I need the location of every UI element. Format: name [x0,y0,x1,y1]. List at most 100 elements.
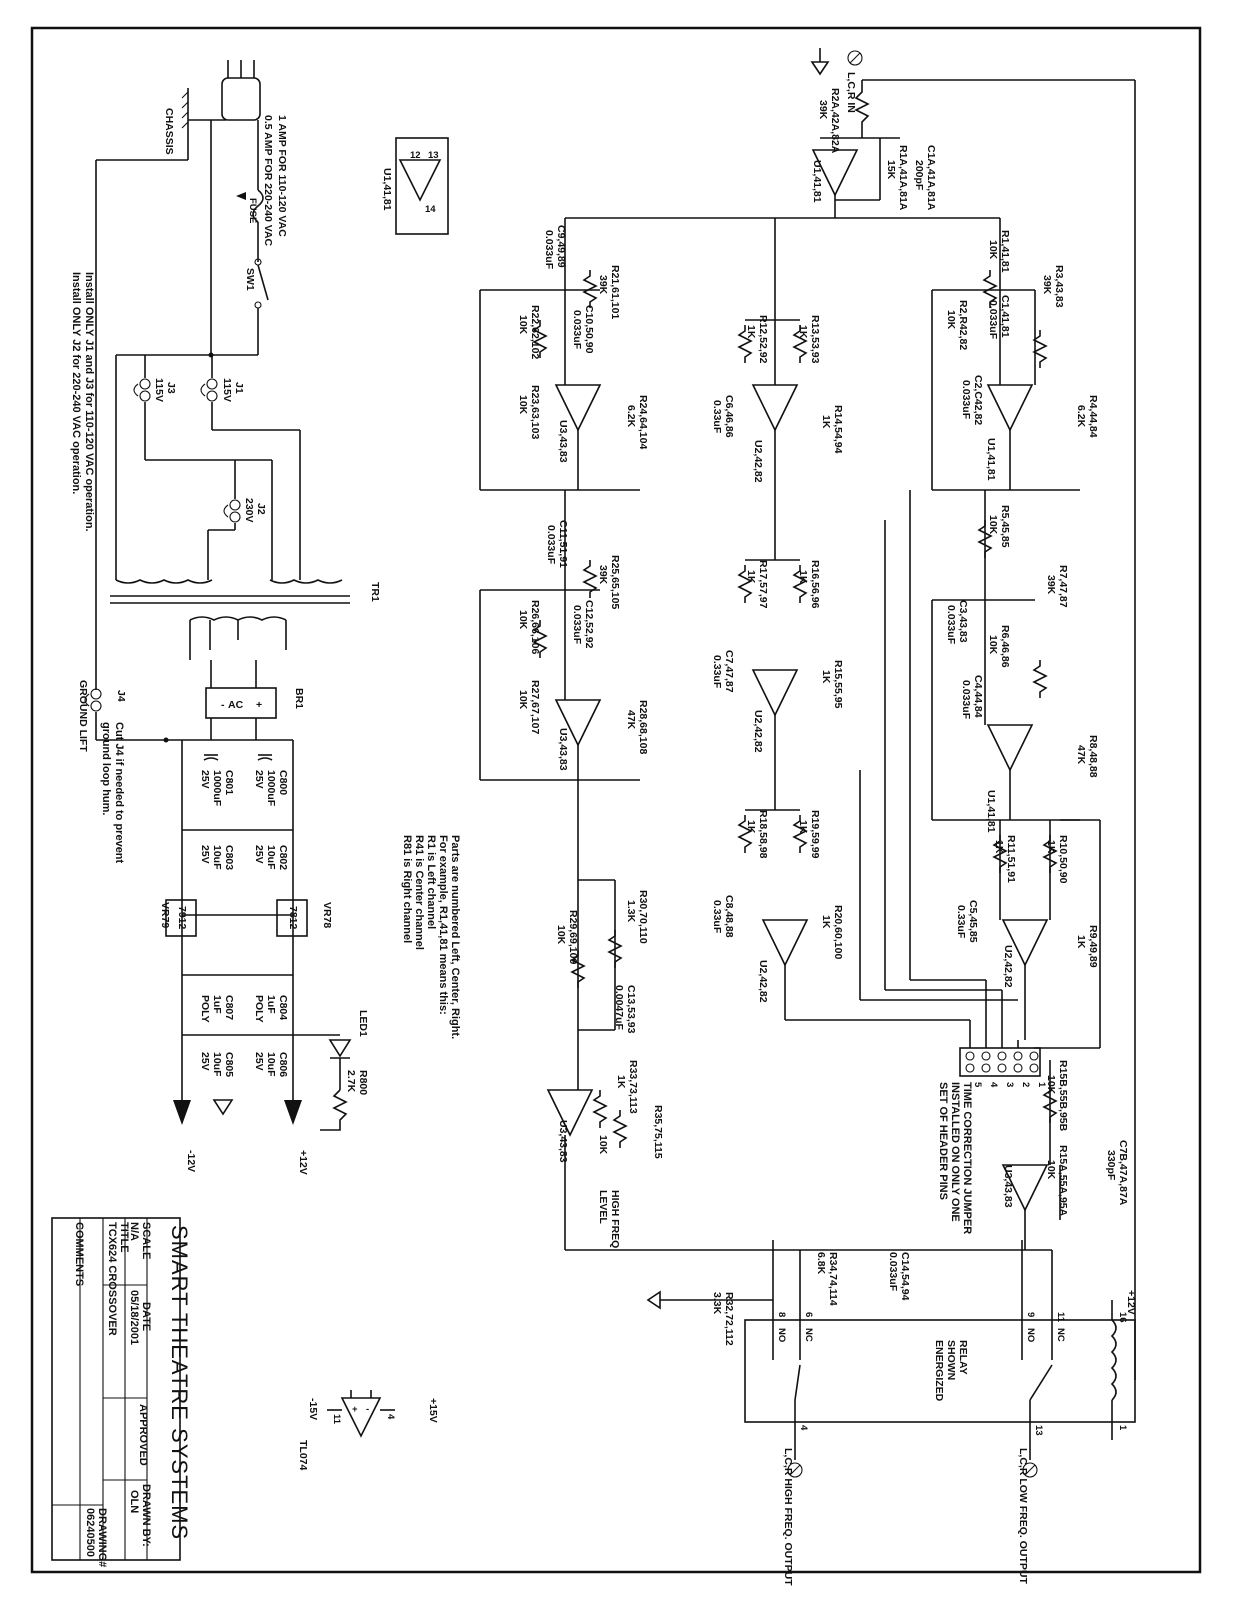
tl074-name: TL074 [297,1440,309,1471]
c3-value: 0.033uF [945,605,957,645]
r8-value: 47K [1075,745,1087,765]
hf-level-label-1: HIGH FREQ [609,1190,621,1248]
input-jack-icon [847,50,863,66]
c804-rating: POLY [253,995,265,1023]
r9-value: 1K [1075,935,1087,949]
c13-value: 0.0047uF [613,985,625,1031]
c1-value: 0.033uF [987,300,999,340]
opamp-u3-right-c [546,1089,594,1137]
scale-value: N/A [128,1222,140,1241]
c803-label: C803 [223,845,235,870]
c800-rating: 25V [253,770,265,789]
svg-text:-: - [221,699,225,711]
opamp-u3-sum [1001,1164,1049,1212]
j3-value: 115V [153,378,165,402]
opamp-u2-center-b [751,669,799,717]
r20-value: 1K [820,915,832,929]
c6-label: C6,46,86 [723,395,735,438]
r800-label: R800 [357,1070,369,1095]
r16-label: R16,56,96 [809,560,821,609]
u3-sum-label: U3,43,83 [1002,1165,1014,1208]
time-correction-note-2: INSTALLED ON ONLY ONE [949,1082,961,1222]
fuse-icon [236,189,264,223]
tl074-neg-label: -15V [307,1398,319,1420]
svg-text:+: + [352,1404,358,1415]
r9-label: R9,49,89 [1087,925,1099,968]
r2a-value: 39K [817,100,829,120]
high-freq-output-jack-icon [787,1462,803,1478]
header-pin-4: 4 [988,1082,999,1088]
c801-value: 1000uF [211,770,223,807]
c8-value: 0.33uF [711,900,723,934]
r15b-label: R15B,55B,95B [1057,1060,1069,1132]
resistor-icon [792,815,808,853]
u2-center-c-label: U2,42,82 [757,960,769,1003]
u2-center-a-label: U2,42,82 [752,440,764,483]
r7-label: R7,47,87 [1057,565,1069,608]
minus12v-arrow-icon [173,1100,191,1125]
r2a-label: R2A,42A,82A [829,88,841,154]
relay-pin-13: 13 [1033,1425,1044,1436]
approved-label: APPROVED [137,1404,149,1466]
led-icon [293,1034,352,1131]
capacitor-c800 [257,754,273,761]
svg-text:13: 13 [428,150,439,161]
resistor-icon [737,815,753,853]
relay-box [744,1319,1136,1423]
c803-value: 10uF [211,845,223,870]
time-correction-note-1: TIME CORRECTION JUMPER [961,1082,973,1234]
company-name: SMART THEATRE SYSTEMS [167,1225,192,1540]
r28-value: 47K [625,710,637,730]
vr79-label: VR79 [159,902,171,928]
r35-label: R35,75,115 [652,1105,664,1159]
c5-label: C5,45,85 [967,900,979,943]
r5-label: R5,45,85 [999,505,1011,548]
c14-label: C14,54,94 [899,1252,911,1301]
resistor-icon [607,930,623,968]
resistor-icon [737,565,753,603]
hf-level-label-2: LEVEL [597,1190,609,1224]
c802-value: 10uF [265,845,277,870]
relay-section: RELAY SHOWN ENERGIZED +12V 16 11 9 13 1 … [565,1240,1137,1586]
c4-value: 0.033uF [960,680,972,720]
c12-label: C12,52,92 [583,600,595,649]
opamp-u2-left-c [1001,919,1049,967]
title-value: TCX624 CROSSOVER [106,1222,118,1336]
c805-label: C805 [223,1052,235,1077]
input-label: L,C,R IN [845,72,857,113]
regulator-vr78 [276,899,308,937]
time-correction-note-3: SET OF HEADER PINS [937,1082,949,1200]
r13-label: R13,53,93 [809,315,821,364]
c800-value: 1000uF [265,770,277,807]
c4-label: C4,44,84 [972,675,984,718]
fuse-note-2: 0.5 AMP FOR 220-240 VAC [262,115,274,247]
ground-lift-note-2: ground loop hum. [100,722,112,815]
relay-note-3: ENERGIZED [933,1340,945,1402]
r32-value: 3.3K [711,1292,723,1315]
parts-note-1: Parts are numbered Left, Center, Right. [449,835,461,1039]
tl074-legend: + - +15V -15V 4 11 TL074 [297,1390,439,1471]
header-pin-5: 5 [972,1082,983,1088]
opamp-u3-right-a [554,384,602,432]
c807-label: C807 [223,995,235,1020]
relay-pin-6: 6 [803,1312,814,1317]
r6-label: R6,46,86 [999,625,1011,668]
r29-label: R29,69,109 [567,910,579,964]
r5-value: 10K [987,515,999,535]
c802-label: C802 [277,845,289,870]
install-note-1: Install ONLY J1 and J3 for 110-120 VAC o… [83,272,95,532]
sheet-border [30,26,1202,1574]
r2-label: R2,R42,82 [957,300,969,350]
drawn-by-label: DRAWN BY: [140,1484,152,1547]
r23-label: R23,63,103 [529,385,541,439]
header-pin-3: 3 [1004,1082,1015,1087]
r30-value: 1.3K [625,900,637,923]
r17-label: R17,57,97 [757,560,769,609]
c11-value: 0.033uF [545,525,557,565]
r14-value: 1K [820,415,832,429]
resistor-icon [1032,330,1048,368]
r28-label: R28,68,108 [637,700,649,754]
jumper-j2-icon [223,499,241,523]
chassis-ground-icon [181,88,189,129]
r25-value: 39K [597,565,609,585]
